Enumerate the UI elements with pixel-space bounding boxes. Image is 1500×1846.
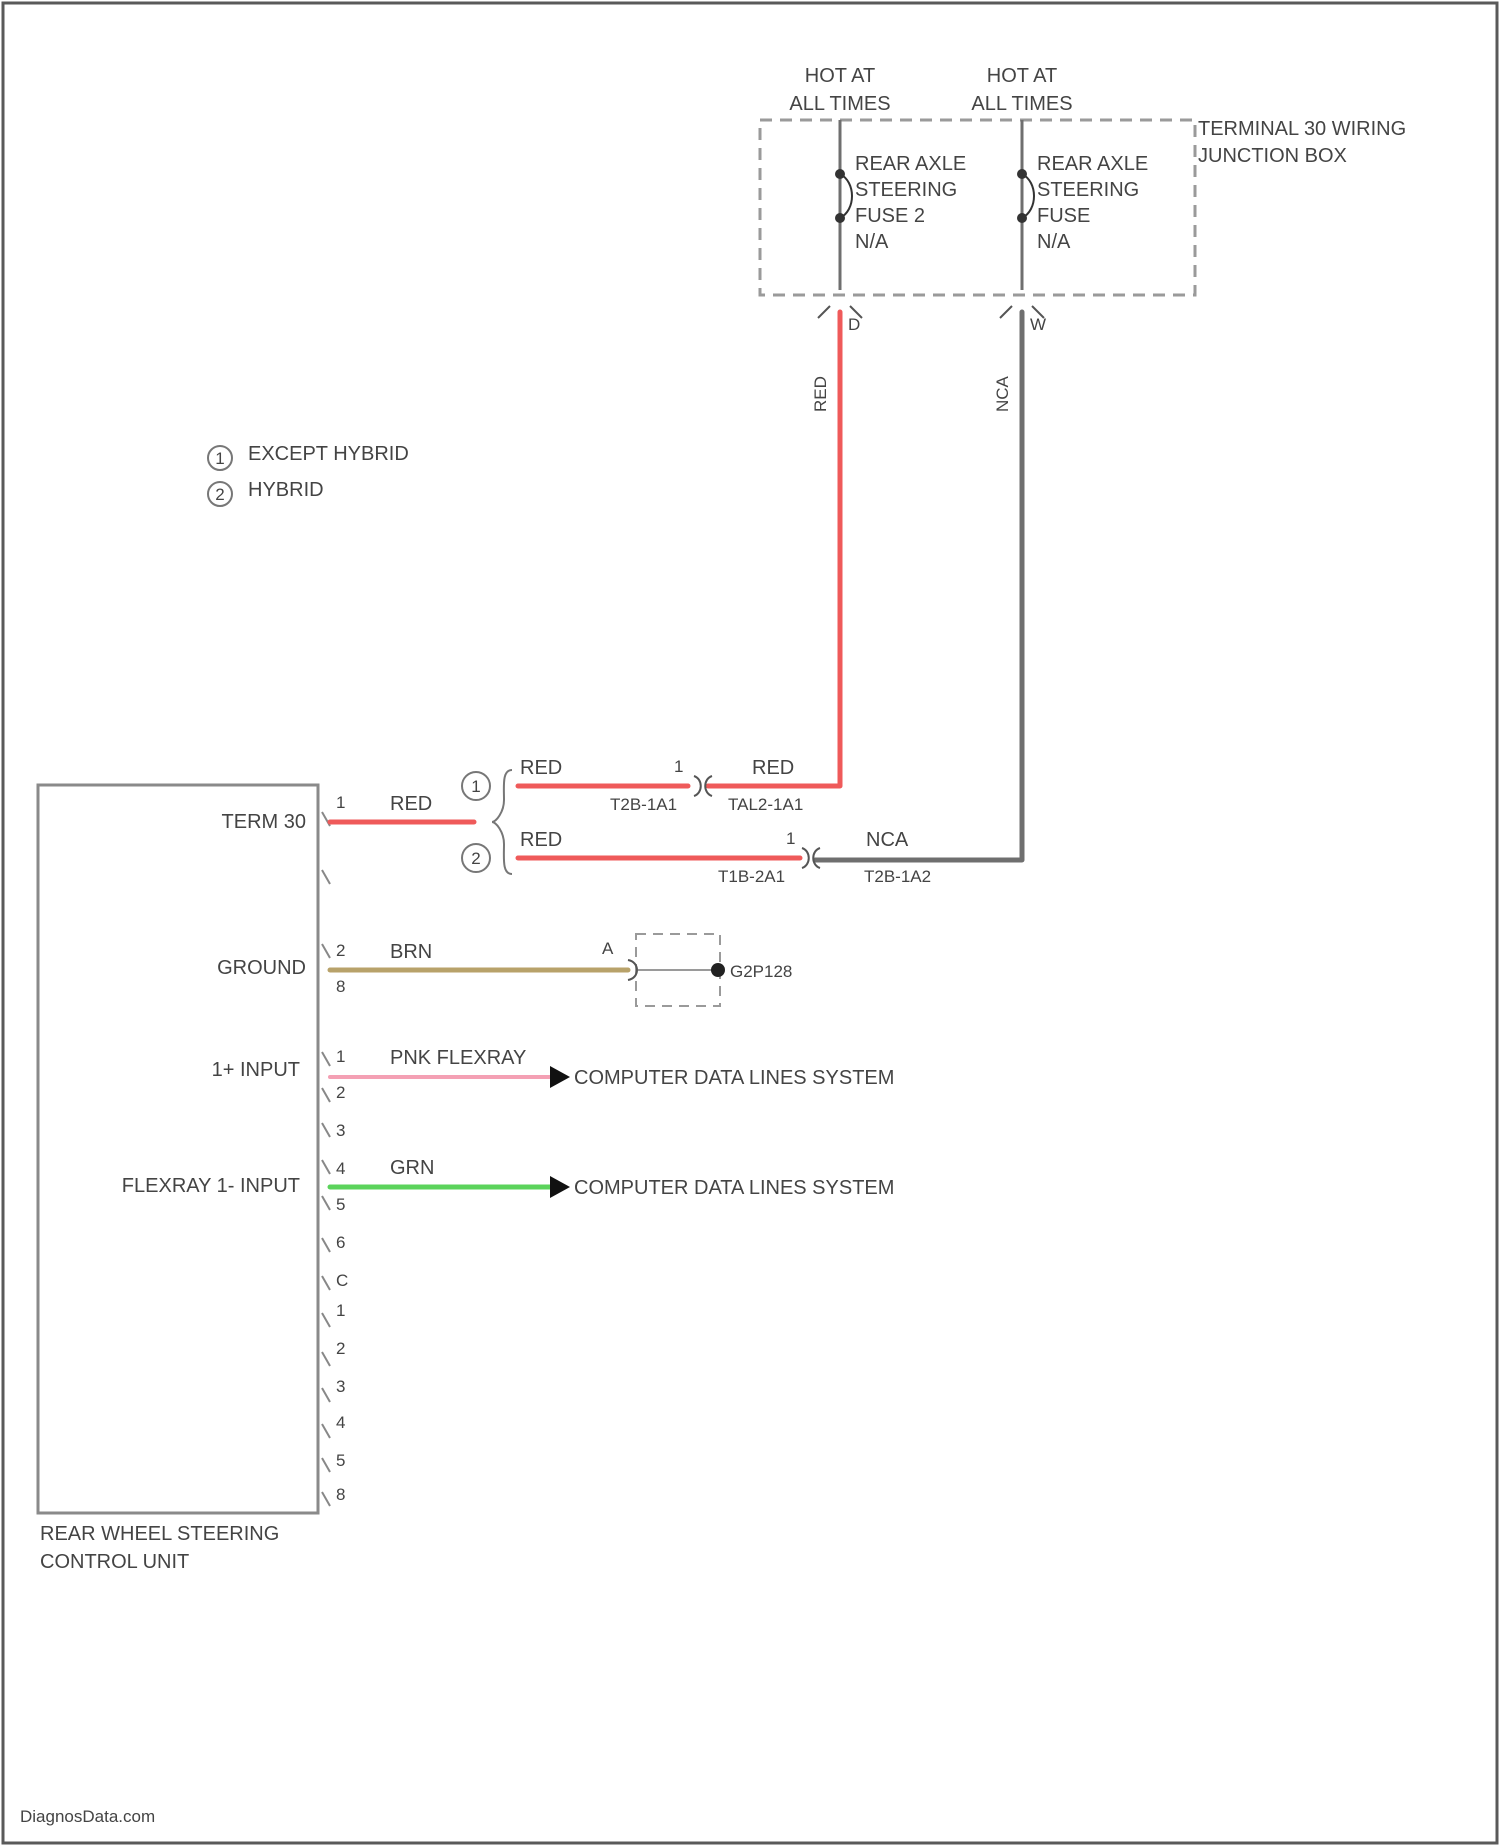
green-destination-arrow-icon [550, 1176, 570, 1198]
fuse-right-line2: STEERING [1037, 179, 1139, 201]
ground-point: A G2P128 [602, 934, 792, 1006]
pin-column-9: 5 [336, 1451, 345, 1470]
fuse-left-element-icon [840, 174, 852, 218]
ground-point-icon [711, 963, 725, 977]
control-unit: REAR WHEEL STEERING CONTROL UNIT TERM 30… [38, 785, 628, 1573]
fuse-left-line1: REAR AXLE [855, 153, 966, 175]
gray-feed-wire [815, 312, 1022, 860]
pin-column-4: C [336, 1271, 348, 1290]
control-unit-name-line2: CONTROL UNIT [40, 1551, 189, 1573]
legend-symbol-2: 2 [215, 485, 224, 504]
connector-top-pin: 1 [674, 757, 683, 776]
fuse-right-line4: N/A [1037, 231, 1071, 253]
bottom-red-left-label: RED [520, 829, 562, 851]
pin-name-term30: TERM 30 [222, 811, 306, 833]
hot-at-all-times-right-line2: ALL TIMES [971, 93, 1072, 115]
pin-column-1: 3 [336, 1121, 345, 1140]
fuse-right: REAR AXLE STEERING FUSE N/A [1017, 120, 1148, 290]
fuse-left-pin: D [848, 315, 860, 334]
junction-box-label-line2: JUNCTION BOX [1198, 145, 1347, 167]
legend: 1 EXCEPT HYBRID 2 HYBRID [208, 443, 409, 506]
junction-box: TERMINAL 30 WIRING JUNCTION BOX HOT AT A… [760, 65, 1406, 334]
pin-name-ground: GROUND [217, 957, 306, 979]
fuse-left-line4: N/A [855, 231, 889, 253]
green-wire-label: GRN [390, 1157, 434, 1179]
top-red-right-label: RED [752, 757, 794, 779]
destinations: COMPUTER DATA LINES SYSTEM COMPUTER DATA… [550, 1066, 894, 1199]
red-feed-label: RED [811, 376, 830, 412]
pin-column-8: 4 [336, 1413, 345, 1432]
variant-branches: RED RED 1 T2B-1A1 TAL2-1A1 RED NCA 1 T1B… [462, 757, 931, 886]
legend-text-1: EXCEPT HYBRID [248, 443, 409, 465]
fuse-right-pin: W [1030, 315, 1046, 334]
ground-wire-label: BRN [390, 941, 432, 963]
hot-at-all-times-left-line1: HOT AT [805, 65, 875, 87]
pin-name-flexray-1minus-input: FLEXRAY 1- INPUT [122, 1175, 300, 1197]
legend-symbol-1: 1 [215, 449, 224, 468]
hot-at-all-times-left-line2: ALL TIMES [789, 93, 890, 115]
junction-box-outline [760, 120, 1195, 295]
watermark: DiagnosData.com [20, 1807, 155, 1826]
pin-column-0: 2 [336, 1083, 345, 1102]
fuse-left-line3: FUSE 2 [855, 205, 925, 227]
connector-bottom-left-id: T1B-2A1 [718, 867, 785, 886]
pin-column-3: 6 [336, 1233, 345, 1252]
term30-wire-label: RED [390, 793, 432, 815]
pin-column-ticks [322, 812, 330, 1506]
pin-column-6: 2 [336, 1339, 345, 1358]
connector-bottom-right-id: T2B-1A2 [864, 867, 931, 886]
legend-text-2: HYBRID [248, 479, 324, 501]
ground-pin-label: A [602, 939, 614, 958]
bottom-gray-right-label: NCA [866, 829, 909, 851]
page-border [3, 3, 1497, 1843]
variant-bottom-symbol: 2 [471, 849, 480, 868]
top-red-left-label: RED [520, 757, 562, 779]
fuse-left: REAR AXLE STEERING FUSE 2 N/A [835, 120, 966, 290]
hot-at-all-times-right-line1: HOT AT [987, 65, 1057, 87]
variant-brace-icon [492, 770, 512, 874]
pin-name-1plus-input: 1+ INPUT [212, 1059, 300, 1081]
ground-id: G2P128 [730, 962, 792, 981]
control-unit-name-line1: REAR WHEEL STEERING [40, 1523, 279, 1545]
pin-number-term30: 1 [336, 793, 345, 812]
connector-top-right-id: TAL2-1A1 [728, 795, 803, 814]
pin-number-ground-sub: 8 [336, 977, 345, 996]
connector-bottom-pin: 1 [786, 829, 795, 848]
fuse-right-element-icon [1022, 174, 1034, 218]
junction-box-label-line1: TERMINAL 30 WIRING [1198, 118, 1406, 140]
pin-column-5: 1 [336, 1301, 345, 1320]
pin-column-2: 5 [336, 1195, 345, 1214]
gray-feed-label: NCA [993, 375, 1012, 412]
pin-number-flexray-1minus-input: 4 [336, 1159, 345, 1178]
pink-destination: COMPUTER DATA LINES SYSTEM [574, 1067, 894, 1089]
pin-number-ground: 2 [336, 941, 345, 960]
connector-top-left-id: T2B-1A1 [610, 795, 677, 814]
green-destination: COMPUTER DATA LINES SYSTEM [574, 1177, 894, 1199]
variant-top-symbol: 1 [471, 777, 480, 796]
pin-number-1plus-input: 1 [336, 1047, 345, 1066]
pin-column-7: 3 [336, 1377, 345, 1396]
pin-column-10: 8 [336, 1485, 345, 1504]
pink-destination-arrow-icon [550, 1066, 570, 1088]
fuse-left-line2: STEERING [855, 179, 957, 201]
control-unit-box [38, 785, 318, 1513]
fuse-right-line1: REAR AXLE [1037, 153, 1148, 175]
fuse-right-line3: FUSE [1037, 205, 1090, 227]
pink-flexray-wire-label: PNK FLEXRAY [390, 1047, 526, 1069]
